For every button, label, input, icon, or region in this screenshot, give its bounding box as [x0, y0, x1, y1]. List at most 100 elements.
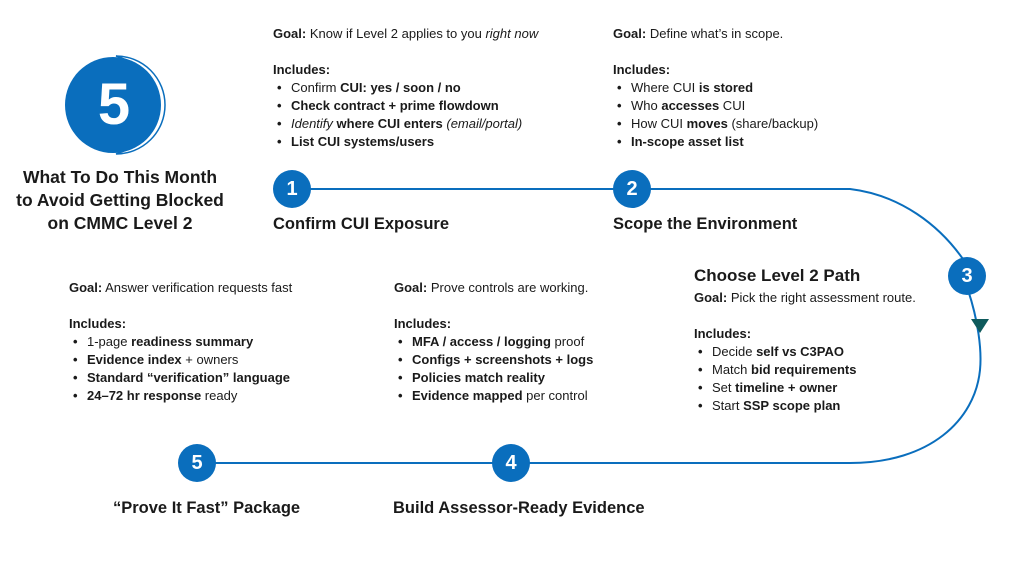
includes-item: Match bid requirements	[698, 361, 916, 379]
goal-line: Goal: Define what’s in scope.	[613, 25, 818, 43]
text-run: 24–72 hr response	[87, 388, 202, 403]
text-run: Check contract + prime flowdown	[291, 98, 499, 113]
text-run: List CUI systems/users	[291, 134, 435, 149]
hero-title-line: What To Do This Month	[22, 167, 218, 187]
includes-item: Identify where CUI enters (email/portal)	[277, 115, 538, 133]
includes-item: Start SSP scope plan	[698, 397, 916, 415]
includes-item: Evidence index + owners	[73, 351, 292, 369]
step-2-circle	[613, 170, 651, 208]
text-run: is stored	[698, 80, 754, 95]
step-2-title: Scope the Environment	[613, 215, 798, 233]
includes-label: Includes:	[694, 326, 752, 341]
text-run: Standard “verification” language	[87, 370, 290, 385]
text-run: (share/backup)	[727, 116, 819, 131]
step-5-number: 5	[191, 452, 203, 474]
text-run: right now	[485, 26, 539, 41]
text-run: per control	[522, 388, 588, 403]
includes-item: 1-page readiness summary	[73, 333, 292, 351]
goal-line: Goal: Know if Level 2 applies to you rig…	[273, 25, 538, 43]
includes-item: Who accesses CUI	[617, 97, 818, 115]
step-3-number: 3	[961, 265, 973, 287]
text-run: Match	[712, 362, 752, 377]
goal-label: Goal:	[273, 26, 307, 41]
includes-label: Includes:	[69, 316, 127, 331]
goal-label: Goal:	[69, 280, 103, 295]
text-run: Prove controls are working.	[427, 280, 589, 295]
includes-item: Standard “verification” language	[73, 369, 292, 387]
includes-list: Confirm CUI: yes / soon / noCheck contra…	[273, 79, 538, 151]
includes-item: Confirm CUI: yes / soon / no	[277, 79, 538, 97]
text-run: Define what’s in scope.	[646, 26, 784, 41]
includes-list: MFA / access / logging proofConfigs + sc…	[394, 333, 593, 405]
includes-label: Includes:	[273, 62, 331, 77]
text-run: accesses	[661, 98, 720, 113]
step-5-title: “Prove It Fast” Package	[113, 499, 301, 517]
includes-item: 24–72 hr response ready	[73, 387, 292, 405]
text-run: Decide	[712, 344, 757, 359]
text-run: CUI: yes / soon / no	[340, 80, 461, 95]
includes-item: Configs + screenshots + logs	[398, 351, 593, 369]
step-1-circle	[273, 170, 311, 208]
goal-line: Goal: Pick the right assessment route.	[694, 289, 916, 307]
text-run: bid requirements	[751, 362, 857, 377]
text-run: where CUI enters	[332, 116, 443, 131]
text-run: Who	[631, 98, 662, 113]
direction-arrow-icon	[971, 319, 989, 333]
text-run: timeline + owner	[735, 380, 838, 395]
includes-list: Decide self vs C3PAO Match bid requiremen…	[694, 343, 916, 415]
text-run: readiness summary	[131, 334, 254, 349]
text-run: SSP scope plan	[743, 398, 841, 413]
includes-label: Includes:	[613, 62, 671, 77]
step-2-details: Goal: Define what’s in scope. Includes: Wh…	[613, 25, 818, 151]
text-run: Set	[712, 380, 736, 395]
step-4-number: 4	[505, 452, 517, 474]
includes-item: Set timeline + owner	[698, 379, 916, 397]
step-4-details: Goal: Prove controls are working. Include…	[394, 279, 593, 405]
includes-item: MFA / access / logging proof	[398, 333, 593, 351]
goal-line: Goal: Answer verification requests fast	[69, 279, 292, 297]
step-4-circle	[492, 444, 530, 482]
text-run: In-scope asset list	[631, 134, 744, 149]
step-3-details: Goal: Pick the right assessment route. In…	[694, 289, 916, 415]
step-2-number: 2	[626, 178, 638, 200]
text-run: Confirm	[291, 80, 341, 95]
text-run: Evidence mapped	[412, 388, 523, 403]
step-3-circle	[948, 257, 986, 295]
text-run: self vs C3PAO	[756, 344, 844, 359]
text-run: Answer verification requests fast	[102, 280, 293, 295]
step-3-title: Choose Level 2 Path	[694, 266, 861, 285]
includes-item: Check contract + prime flowdown	[277, 97, 538, 115]
goal-label: Goal:	[694, 290, 728, 305]
includes-item: In-scope asset list	[617, 133, 818, 151]
hero-title-line: on CMMC Level 2	[47, 213, 193, 233]
text-run: proof	[550, 334, 585, 349]
connector-2-3	[632, 188, 966, 263]
includes-list: 1-page readiness summaryEvidence index +…	[69, 333, 292, 405]
text-run: Start	[712, 398, 744, 413]
includes-item: How CUI moves (share/backup)	[617, 115, 819, 133]
includes-list: Where CUI is storedWho accesses CUIHow C…	[613, 79, 818, 151]
hero-title-line: to Avoid Getting Blocked	[16, 190, 224, 210]
text-run: + owners	[181, 352, 239, 367]
step-4-title: Build Assessor-Ready Evidence	[393, 499, 645, 517]
text-run: Pick the right assessment route.	[727, 290, 916, 305]
hero-badge-number: 5	[97, 72, 131, 137]
text-run: Where CUI	[631, 80, 699, 95]
includes-label: Includes:	[394, 316, 452, 331]
step-1-details: Goal: Know if Level 2 applies to you rig…	[273, 25, 538, 151]
includes-item: Policies match reality	[398, 369, 593, 387]
hero-title: What To Do This Month to Avoid Getting B…	[0, 166, 240, 235]
step-5-circle	[178, 444, 216, 482]
text-run: Identify	[291, 116, 333, 131]
text-run: MFA / access / logging	[412, 334, 551, 349]
goal-label: Goal:	[613, 26, 647, 41]
text-run: Know if Level 2 applies to you	[306, 26, 486, 41]
hero-badge	[65, 57, 161, 153]
includes-item: Evidence mapped per control	[398, 387, 593, 405]
goal-line: Goal: Prove controls are working.	[394, 279, 593, 297]
text-run: 1-page	[87, 334, 132, 349]
text-run: ready	[201, 388, 238, 403]
text-run: Policies match reality	[412, 370, 545, 385]
